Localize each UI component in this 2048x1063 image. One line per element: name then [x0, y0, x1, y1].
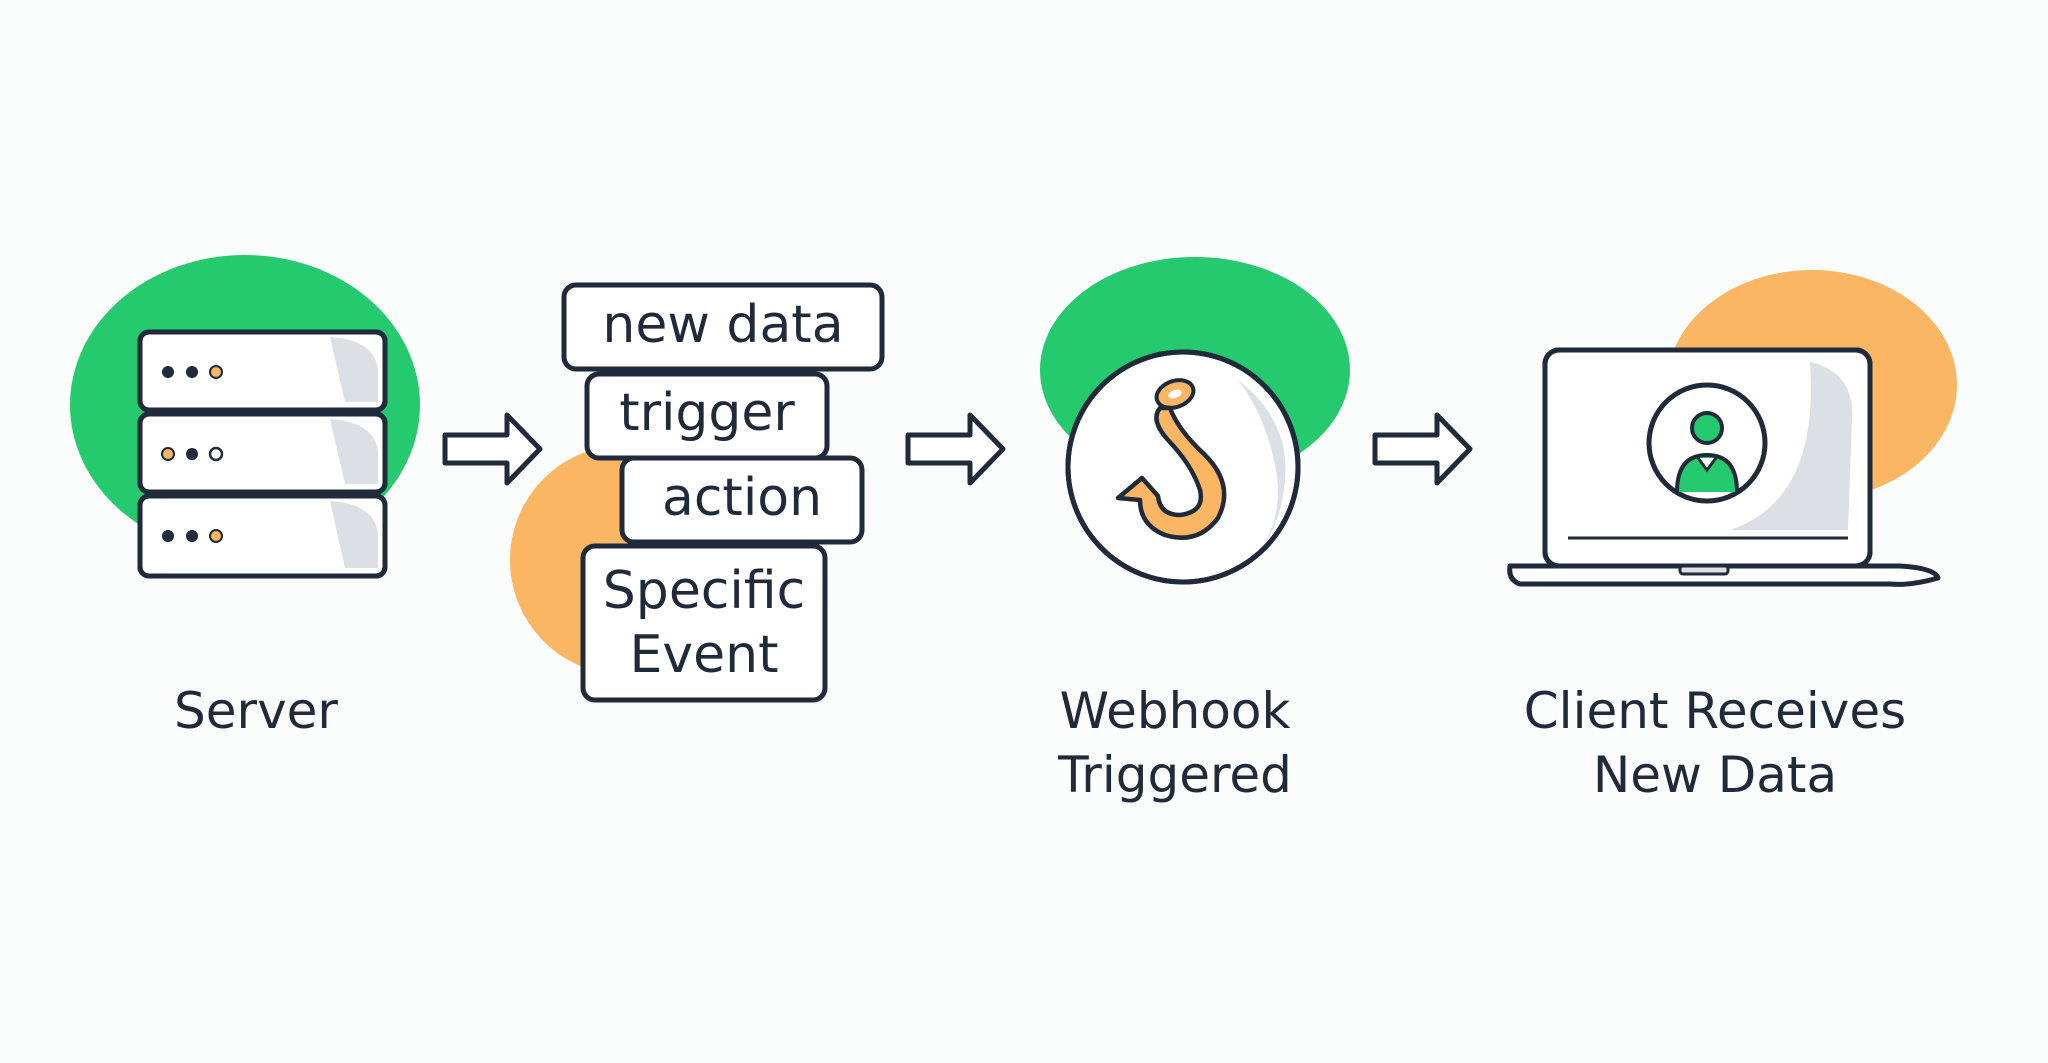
webhook-badge [1065, 349, 1301, 585]
event-step: new data trigger action Specific Event [510, 282, 885, 703]
server-unit-2 [137, 411, 388, 495]
server-rack-icon [137, 329, 388, 579]
arrow-right-icon [905, 412, 1006, 486]
svg-text:new data: new data [602, 295, 843, 355]
server-unit-3 [137, 493, 388, 579]
server-unit-1 [137, 329, 388, 413]
tag-specific-event: Specific Event [580, 543, 828, 703]
svg-text:trigger: trigger [619, 383, 795, 443]
client-step: Client Receives New Data [1507, 270, 1957, 804]
webhook-step: Webhook Triggered [1040, 257, 1350, 804]
webhook-label-line2: Triggered [1057, 746, 1292, 804]
client-label-line2: New Data [1593, 746, 1837, 804]
fishing-hook-icon [1115, 378, 1227, 540]
webhook-label-line1: Webhook [1060, 682, 1291, 740]
client-label-line1: Client Receives [1524, 682, 1906, 740]
svg-text:Event: Event [630, 625, 779, 685]
server-step: Server [70, 255, 420, 740]
server-label: Server [174, 682, 338, 740]
svg-text:action: action [662, 468, 822, 528]
user-avatar-icon [1646, 382, 1768, 504]
arrow-right-icon [1372, 412, 1473, 486]
tag-trigger: trigger [584, 371, 830, 461]
tag-new-data: new data [561, 282, 885, 372]
tag-action: action [619, 455, 865, 545]
laptop-icon [1507, 347, 1941, 587]
svg-text:Specific: Specific [603, 561, 805, 621]
arrow-right-icon [442, 412, 543, 486]
